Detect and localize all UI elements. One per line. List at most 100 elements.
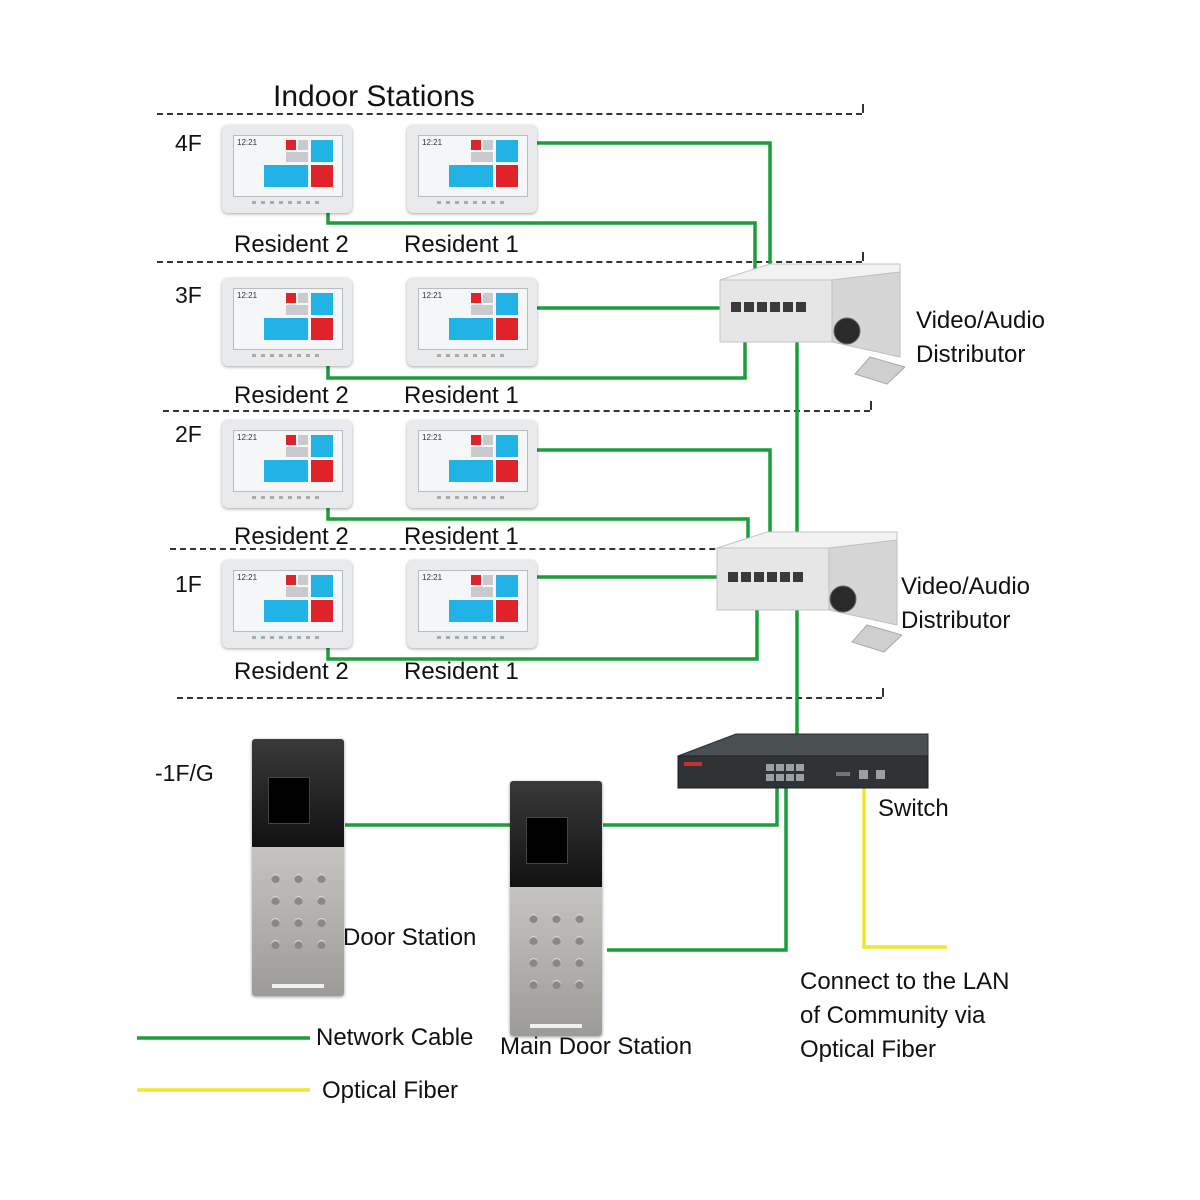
indoor-station: 12:21 <box>222 560 352 648</box>
floor-separator-3f-2f <box>163 410 870 412</box>
keypad-button <box>529 914 538 923</box>
floor-separator-2f-1f <box>170 548 875 550</box>
network-cable <box>603 780 779 827</box>
grey-tile <box>286 587 308 597</box>
indoor-station-screen: 12:21 <box>418 135 528 197</box>
indoor-station-keys <box>252 354 322 357</box>
keypad-button <box>575 980 584 989</box>
video-audio-distributor-upper <box>719 263 905 385</box>
indoor-station-screen: 12:21 <box>233 288 343 350</box>
resident-label: Resident 2 <box>234 523 349 550</box>
grey-tile <box>483 140 493 150</box>
lan-note-line3: Optical Fiber <box>800 1036 937 1063</box>
indoor-station-screen: 12:21 <box>233 135 343 197</box>
floor-label-1f: 1F <box>175 571 202 597</box>
keypad-button <box>294 874 303 883</box>
distributor-upper-label-line1: Video/Audio <box>916 307 1045 334</box>
distributor-upper-label-line2: Distributor <box>916 341 1026 368</box>
message-tile <box>496 140 518 162</box>
alarm-tile <box>311 165 333 187</box>
monitor-tile <box>449 318 493 340</box>
keypad-button <box>317 918 326 927</box>
grey-tile <box>286 305 308 315</box>
indoor-station: 12:21 <box>222 420 352 508</box>
legend-network-cable-label: Network Cable <box>316 1024 474 1051</box>
alarm-tile <box>311 318 333 340</box>
grey-tile <box>298 575 308 585</box>
indoor-station-time: 12:21 <box>422 291 443 300</box>
keypad-button <box>552 936 561 945</box>
network-cable <box>326 212 757 312</box>
call-tile <box>286 435 296 445</box>
network-cable <box>537 141 772 312</box>
alarm-tile <box>496 600 518 622</box>
indoor-station: 12:21 <box>407 125 537 213</box>
call-tile <box>471 575 481 585</box>
distributor-lower-label-line2: Distributor <box>901 607 1011 634</box>
keypad-button <box>552 980 561 989</box>
floor-separator-tick <box>870 401 872 410</box>
keypad-button <box>317 896 326 905</box>
diagram-title: Indoor Stations <box>273 80 475 113</box>
alarm-tile <box>496 165 518 187</box>
keypad-button <box>317 874 326 883</box>
resident-label: Resident 2 <box>234 658 349 685</box>
indoor-station-screen: 12:21 <box>418 430 528 492</box>
grey-tile <box>298 435 308 445</box>
indoor-station-time: 12:21 <box>422 433 443 442</box>
grey-tile <box>483 293 493 303</box>
resident-label: Resident 2 <box>234 231 349 258</box>
main-door-station-label: Main Door Station <box>500 1033 693 1060</box>
monitor-tile <box>264 460 308 482</box>
floor-separator-top <box>157 113 862 115</box>
grey-tile <box>471 152 493 162</box>
floor-label-3f: 3F <box>175 282 202 308</box>
indoor-station-time: 12:21 <box>237 433 258 442</box>
keypad-button <box>529 980 538 989</box>
call-tile <box>286 293 296 303</box>
message-tile <box>311 140 333 162</box>
resident-label: Resident 1 <box>404 658 519 685</box>
monitor-tile <box>449 460 493 482</box>
keypad-button <box>271 874 280 883</box>
keypad-button <box>529 958 538 967</box>
floor-separator-tick <box>862 104 864 113</box>
door-station-display <box>268 777 310 824</box>
indoor-station-screen: 12:21 <box>418 570 528 632</box>
indoor-station: 12:21 <box>407 420 537 508</box>
call-tile <box>471 435 481 445</box>
floor-label-2f: 2F <box>175 421 202 447</box>
alarm-tile <box>496 460 518 482</box>
indoor-station: 12:21 <box>407 278 537 366</box>
call-tile <box>286 140 296 150</box>
indoor-station-time: 12:21 <box>422 138 443 147</box>
message-tile <box>496 435 518 457</box>
distributor-lower-label-line1: Video/Audio <box>901 573 1030 600</box>
call-tile <box>471 293 481 303</box>
network-switch <box>677 733 929 789</box>
door-station <box>252 739 344 996</box>
message-tile <box>311 435 333 457</box>
monitor-tile <box>449 165 493 187</box>
indoor-station: 12:21 <box>222 125 352 213</box>
floor-separator-4f-3f <box>157 261 862 263</box>
keypad-button <box>271 918 280 927</box>
indoor-station-keys <box>252 636 322 639</box>
resident-label: Resident 1 <box>404 523 519 550</box>
call-tile <box>471 140 481 150</box>
indoor-station-keys <box>252 201 322 204</box>
indoor-station-screen: 12:21 <box>233 430 343 492</box>
network-cable <box>607 780 788 952</box>
door-station-label: Door Station <box>343 924 477 951</box>
indoor-station-screen: 12:21 <box>233 570 343 632</box>
alarm-tile <box>311 600 333 622</box>
grey-tile <box>471 447 493 457</box>
keypad-button <box>575 958 584 967</box>
monitor-tile <box>264 600 308 622</box>
message-tile <box>496 293 518 315</box>
lan-note-line2: of Community via <box>800 1002 986 1029</box>
indoor-station-time: 12:21 <box>422 573 443 582</box>
resident-label: Resident 1 <box>404 231 519 258</box>
indoor-station-keys <box>252 496 322 499</box>
keypad-button <box>529 936 538 945</box>
